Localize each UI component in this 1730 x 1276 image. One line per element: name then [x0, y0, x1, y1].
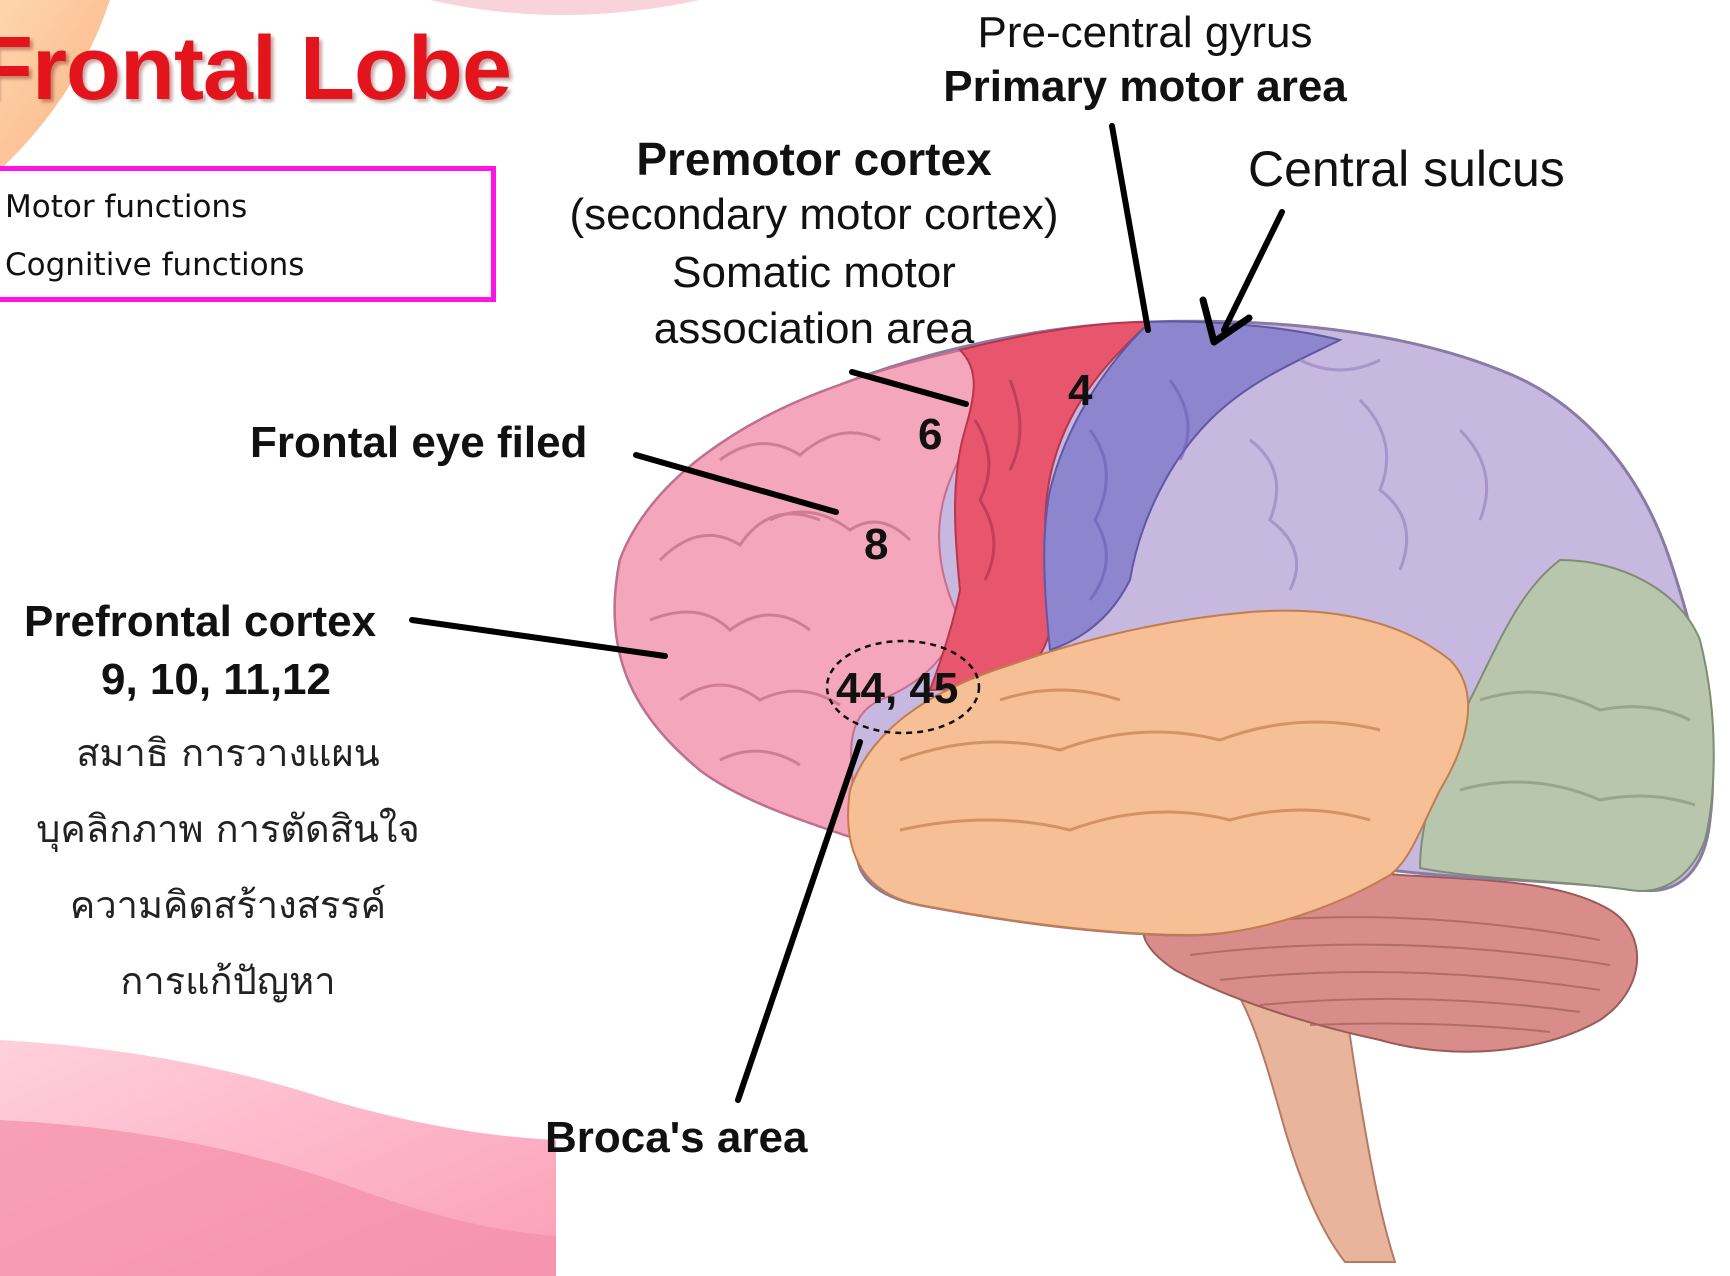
central-sulcus-leader: [1224, 212, 1282, 330]
thai-line: บุคลิกภาพ การตัดสินใจ: [36, 798, 419, 859]
function-item: Cognitive functions: [5, 247, 304, 283]
prefrontal-areas-label: 9, 10, 11,12: [101, 655, 331, 705]
primary-motor-leader: [1112, 126, 1148, 330]
somatic-motor-label: Somatic motor: [672, 248, 956, 298]
top-wave-shape: [430, 0, 700, 15]
functions-box: Motor functions Cognitive functions: [0, 166, 496, 302]
thai-line: สมาธิ การวางแผน: [76, 722, 380, 783]
secondary-motor-cortex-label: (secondary motor cortex): [569, 190, 1058, 240]
thai-line: การแก้ปัญหา: [120, 950, 335, 1011]
slide-title: Frontal Lobe: [0, 18, 511, 121]
frontal-eye-field-label: Frontal eye filed: [250, 418, 587, 468]
premotor-cortex-label: Premotor cortex: [636, 132, 991, 186]
brocas-area-label: Broca's area: [545, 1113, 807, 1163]
thai-line: ความคิดสร้างสรรค์: [70, 874, 386, 935]
central-sulcus-label: Central sulcus: [1248, 140, 1565, 198]
precentral-gyrus-label: Pre-central gyrus: [977, 8, 1312, 58]
association-area-label: association area: [654, 304, 974, 354]
area-8-number: 8: [864, 520, 888, 570]
area-6-number: 6: [918, 410, 942, 460]
function-item: Motor functions: [5, 189, 247, 225]
primary-motor-area-label: Primary motor area: [943, 62, 1347, 112]
prefrontal-cortex-label: Prefrontal cortex: [24, 597, 376, 647]
area-44-45-number: 44, 45: [836, 664, 958, 714]
area-4-number: 4: [1068, 366, 1092, 416]
